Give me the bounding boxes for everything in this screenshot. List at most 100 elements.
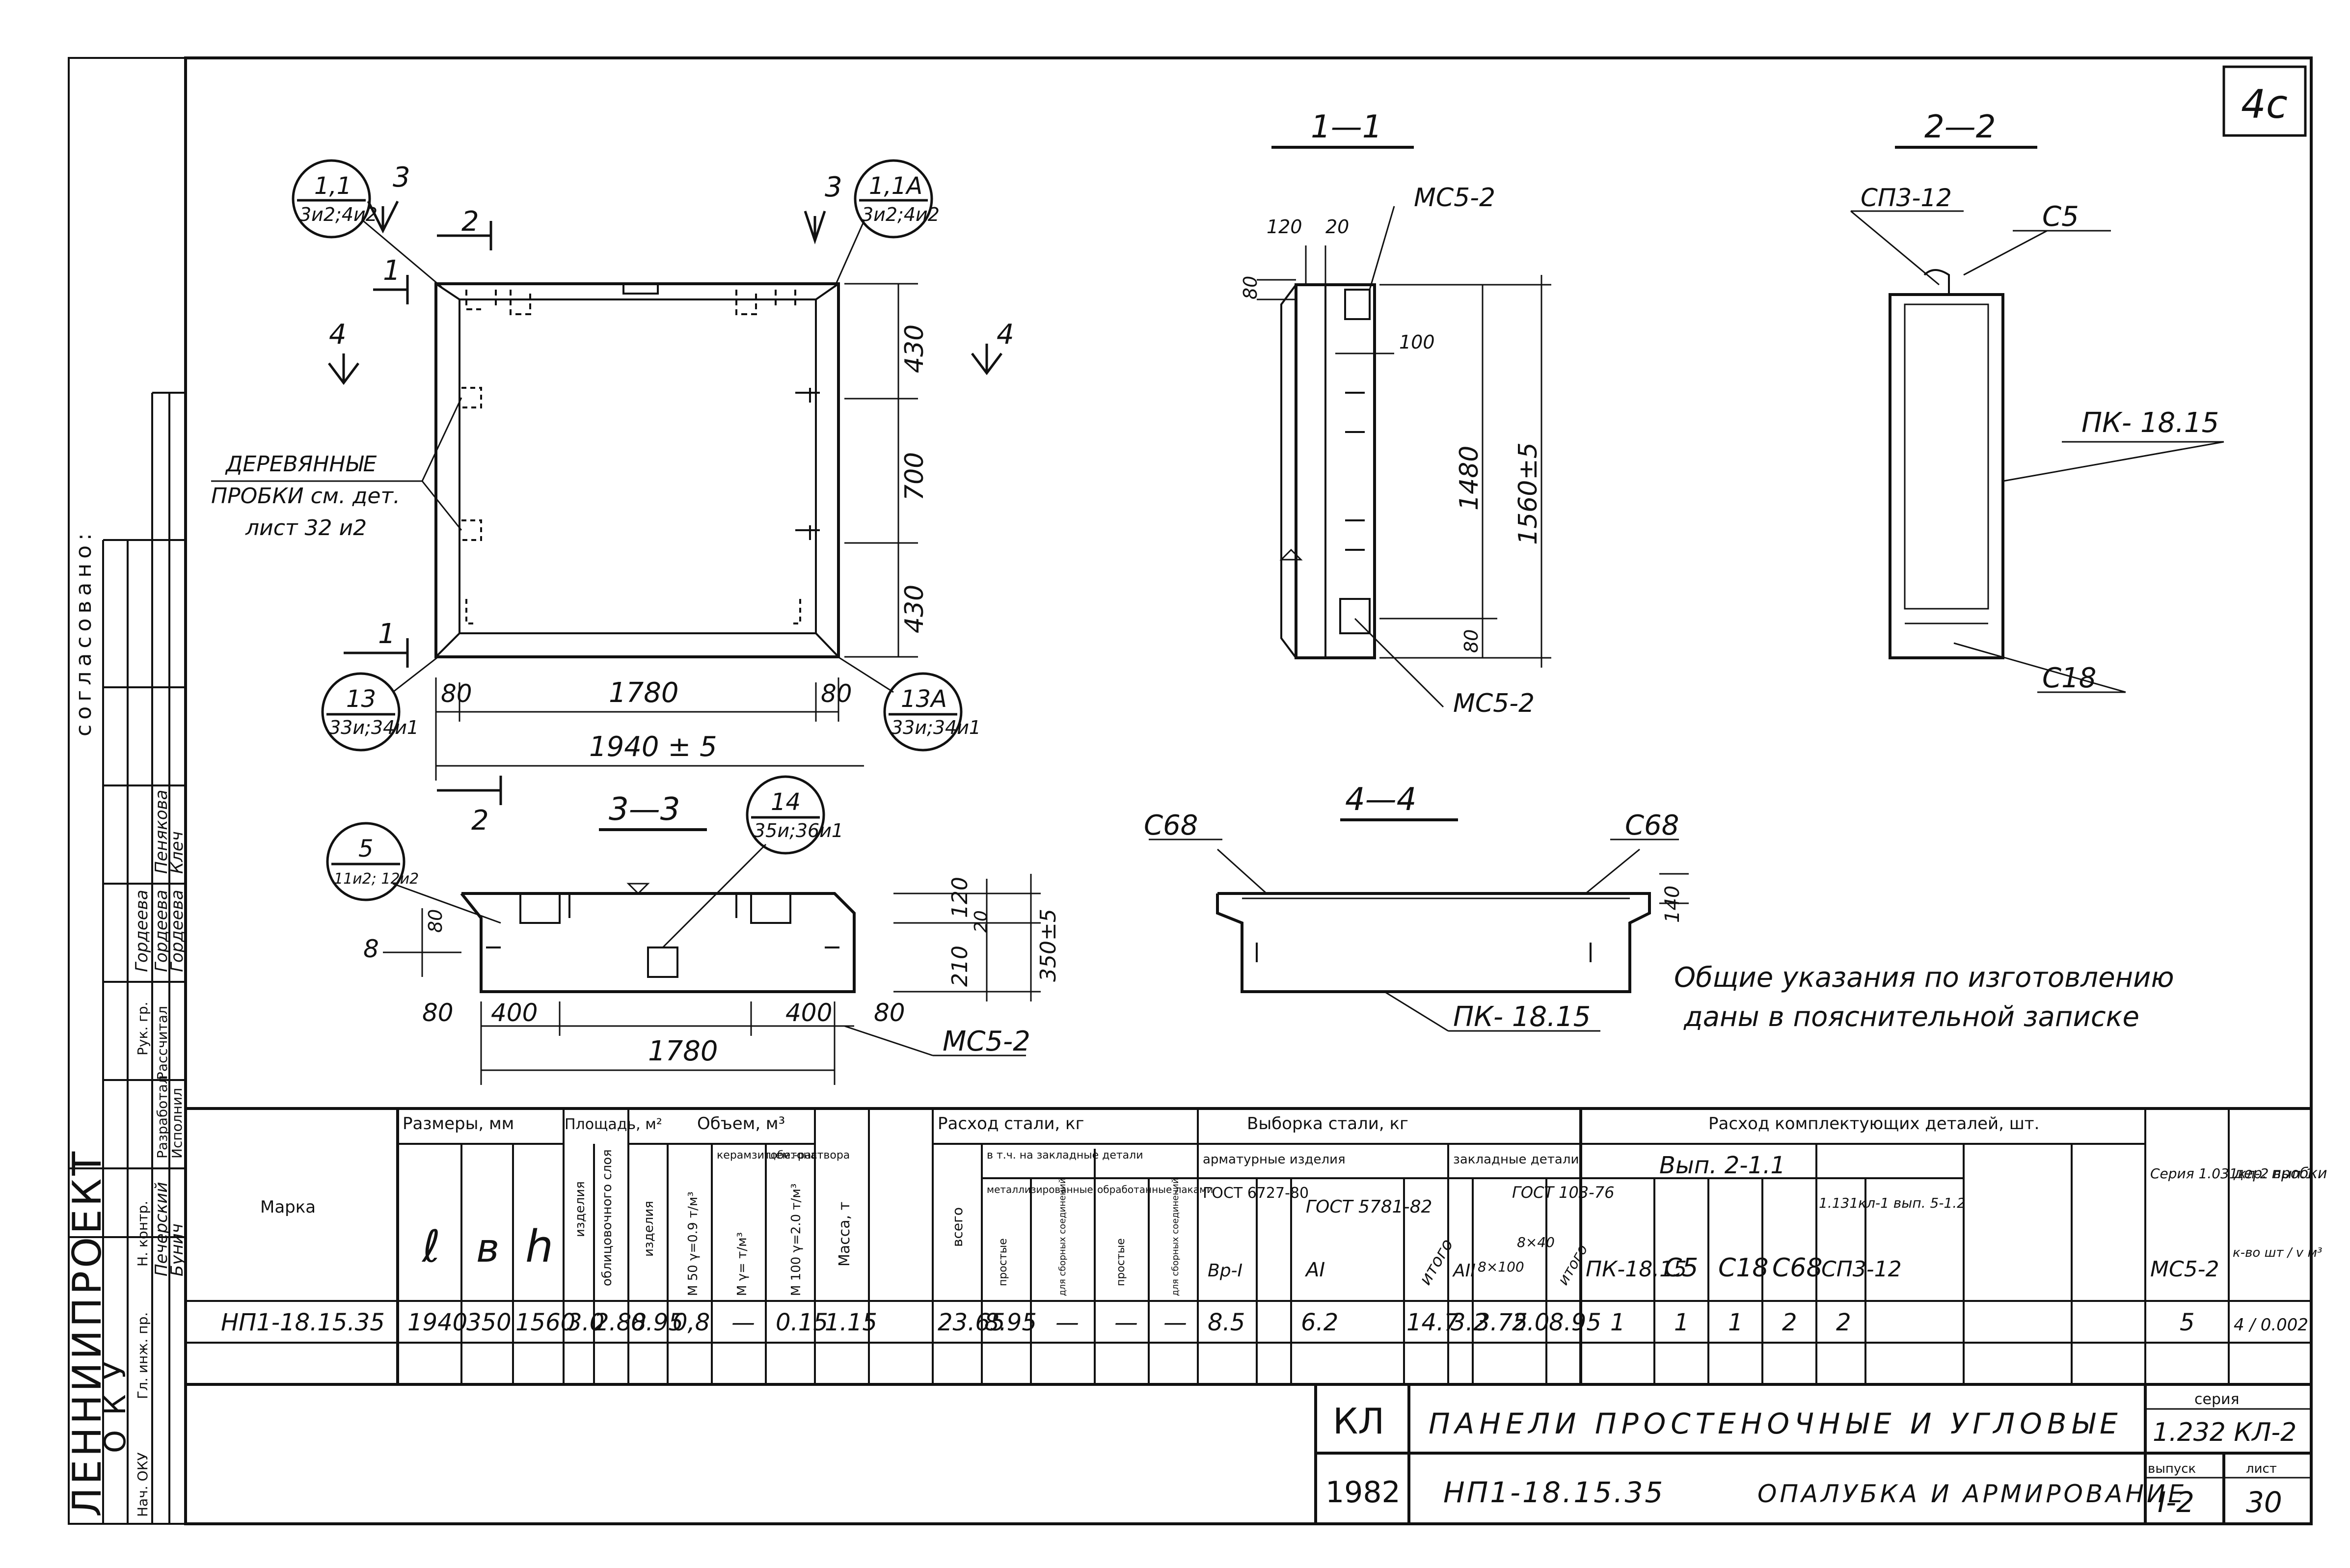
th-b8x100: 8×100 — [1478, 1259, 1524, 1275]
section-2-2-leaders — [1850, 210, 2224, 693]
stamp-role-4: Рук. гр. — [135, 1001, 151, 1055]
sheet-mark: 4с — [2241, 81, 2288, 127]
stamp-names: Печерский Бунич Гордеева Гордеева Гордее… — [132, 790, 187, 1276]
s11-dim-120: 120 — [1267, 216, 1302, 238]
plan-note-line1: ДЕРЕВЯННЫЕ — [225, 452, 377, 477]
th-vp1: Вр-I — [1208, 1261, 1243, 1281]
th-b: в — [476, 1225, 499, 1271]
td-area-item: 3.0 — [567, 1309, 604, 1336]
callout-13a-top: 13А — [901, 685, 947, 713]
stamp-roles: Нач. ОКУ Гл. инж. пр. Н. контр. Рук. гр.… — [135, 1001, 185, 1517]
th-volume: Объем, м³ — [697, 1114, 785, 1134]
mark-4-left: 4 — [329, 319, 347, 351]
th-area-face: облицовочного слоя — [600, 1149, 615, 1286]
stamp-approve: согласовано: — [71, 528, 96, 736]
callout-11-bottom: 3и2;4и2 — [299, 204, 378, 225]
s11-mc-bottom: МС5-2 — [1453, 689, 1535, 718]
callout-circles — [292, 159, 963, 901]
s11-dim-1480: 1480 — [1455, 446, 1484, 511]
td-l: 1940 — [407, 1309, 467, 1336]
th-l: ℓ — [421, 1221, 440, 1272]
callout-14-top: 14 — [771, 788, 801, 816]
s33-dim-120: 120 — [947, 877, 972, 918]
th-steel-total: всего — [949, 1207, 966, 1247]
spec-table-grid — [186, 1107, 2311, 1386]
section-3-3-dims — [383, 874, 1041, 1085]
callout-5-top: 5 — [358, 835, 374, 863]
section-4-4 — [1216, 818, 1651, 993]
s33-dim-8: 8 — [363, 935, 379, 963]
stamp-role-6: Рассчитал — [154, 1006, 170, 1080]
callout-11-top: 1,1 — [314, 172, 351, 200]
stamp-org: ЛЕННИИПРОЕКТ — [64, 1149, 110, 1517]
plan-view — [434, 282, 840, 658]
td-itogo2: 8.95 — [1549, 1309, 1601, 1336]
td-itogo1: 14.7 — [1406, 1309, 1459, 1336]
s22-c5: С5 — [2042, 201, 2079, 233]
plan-section-labels: 1 3 2 3 4 4 1 2 — [329, 162, 1014, 837]
th-compl: Расход комплектующих деталей, шт. — [1708, 1114, 2039, 1134]
plan-note-line3: лист 32 и2 — [245, 515, 367, 541]
stamp-name-4: Гордеева — [167, 890, 187, 972]
section-3-3 — [460, 828, 856, 993]
tb-mark: НП1-18.15.35 — [1443, 1476, 1665, 1509]
stamp-name-1: Печерский — [152, 1182, 171, 1277]
s33-dim-20: 20 — [971, 910, 991, 933]
td-a2: 3.2 — [1451, 1309, 1488, 1336]
td-steel-total: 23.65 — [938, 1309, 1005, 1336]
tb-issue-label: выпуск — [2148, 1461, 2196, 1476]
section-2-2-title: 2—2 — [1924, 109, 1996, 145]
td-c5: 1 — [1674, 1309, 1689, 1336]
th-itogo1: итого — [1415, 1236, 1457, 1289]
tb-series: 1.232 КЛ-2 — [2153, 1418, 2296, 1447]
mark-3-left: 3 — [393, 162, 410, 193]
s11-dim-80-top: 80 — [1240, 276, 1261, 299]
th-gost103: ГОСТ 103-76 — [1512, 1183, 1614, 1202]
tb-title: ПАНЕЛИ ПРОСТЕНОЧНЫЕ И УГЛОВЫЕ — [1429, 1407, 2123, 1440]
th-vol-keram: керамзитобетона — [717, 1149, 817, 1162]
th-sizes: Размеры, мм — [403, 1114, 514, 1134]
th-steel-incl: в т.ч. на закладные детали — [987, 1149, 1143, 1162]
callout-13a-bottom: 33и;34и1 — [891, 717, 981, 738]
th-sp3: СП3-12 — [1821, 1257, 1902, 1282]
th-a1: АI — [1304, 1259, 1325, 1281]
section-2-2 — [1889, 146, 2037, 659]
stamp-name-2: Бунич — [167, 1223, 187, 1276]
s11-dim-20: 20 — [1325, 216, 1349, 238]
callout-11a-top: 1,1А — [869, 172, 922, 200]
plan-dimensions — [435, 283, 918, 781]
stamp-role-3: Н. контр. — [135, 1201, 151, 1267]
td-vol-keram-b: — — [731, 1309, 755, 1336]
td-steel-prot-a: — — [1114, 1309, 1138, 1336]
th-sample: Выборка стали, кг — [1247, 1114, 1408, 1134]
s33-dim-1780: 1780 — [648, 1035, 718, 1067]
th-b8x40: 8×40 — [1517, 1234, 1555, 1250]
s22-pk: ПК- 18.15 — [2081, 407, 2219, 439]
s22-c18: С18 — [2042, 662, 2096, 694]
th-c68: С68 — [1772, 1253, 1822, 1283]
th-area: Площадь, м² — [565, 1116, 662, 1133]
td-mass: 1.15 — [825, 1309, 877, 1336]
title-block-grid — [1314, 1383, 2313, 1525]
td-steel-metal-b: — — [1055, 1309, 1079, 1336]
callout-leaders — [363, 220, 894, 948]
th-vol-keram-b: М γ= т/м³ — [735, 1232, 750, 1296]
th-steel-prot-a: простые — [1115, 1238, 1127, 1286]
tb-year: 1982 — [1325, 1475, 1401, 1510]
s33-dim-80-vert: 80 — [425, 909, 446, 933]
plan-dim-80-right: 80 — [821, 679, 852, 708]
th-gost6727: ГОСТ 6727-80 — [1203, 1185, 1309, 1202]
td-a1: 6.2 — [1301, 1309, 1338, 1336]
th-pk: ПК-18.15 — [1586, 1257, 1687, 1282]
callout-text: 1,1 3и2;4и2 1,1А 3и2;4и2 13 33и;34и1 13А… — [299, 172, 981, 888]
th-steel-metal-b: для сборных соединений — [1057, 1178, 1068, 1296]
callout-14-bottom: 35и;36и1 — [754, 820, 843, 841]
section-4-4-leaders — [1149, 838, 1689, 1032]
plan-dim-80-left: 80 — [441, 679, 472, 708]
s33-mc: МС5-2 — [943, 1026, 1030, 1057]
mark-1-bottom: 1 — [378, 618, 396, 650]
s44-pk: ПК- 18.15 — [1453, 1001, 1591, 1033]
stamp-role-2: Гл. инж. пр. — [135, 1312, 151, 1399]
plan-note-leaders — [211, 397, 462, 531]
td-steel-metal-a: 8.95 — [984, 1309, 1037, 1336]
